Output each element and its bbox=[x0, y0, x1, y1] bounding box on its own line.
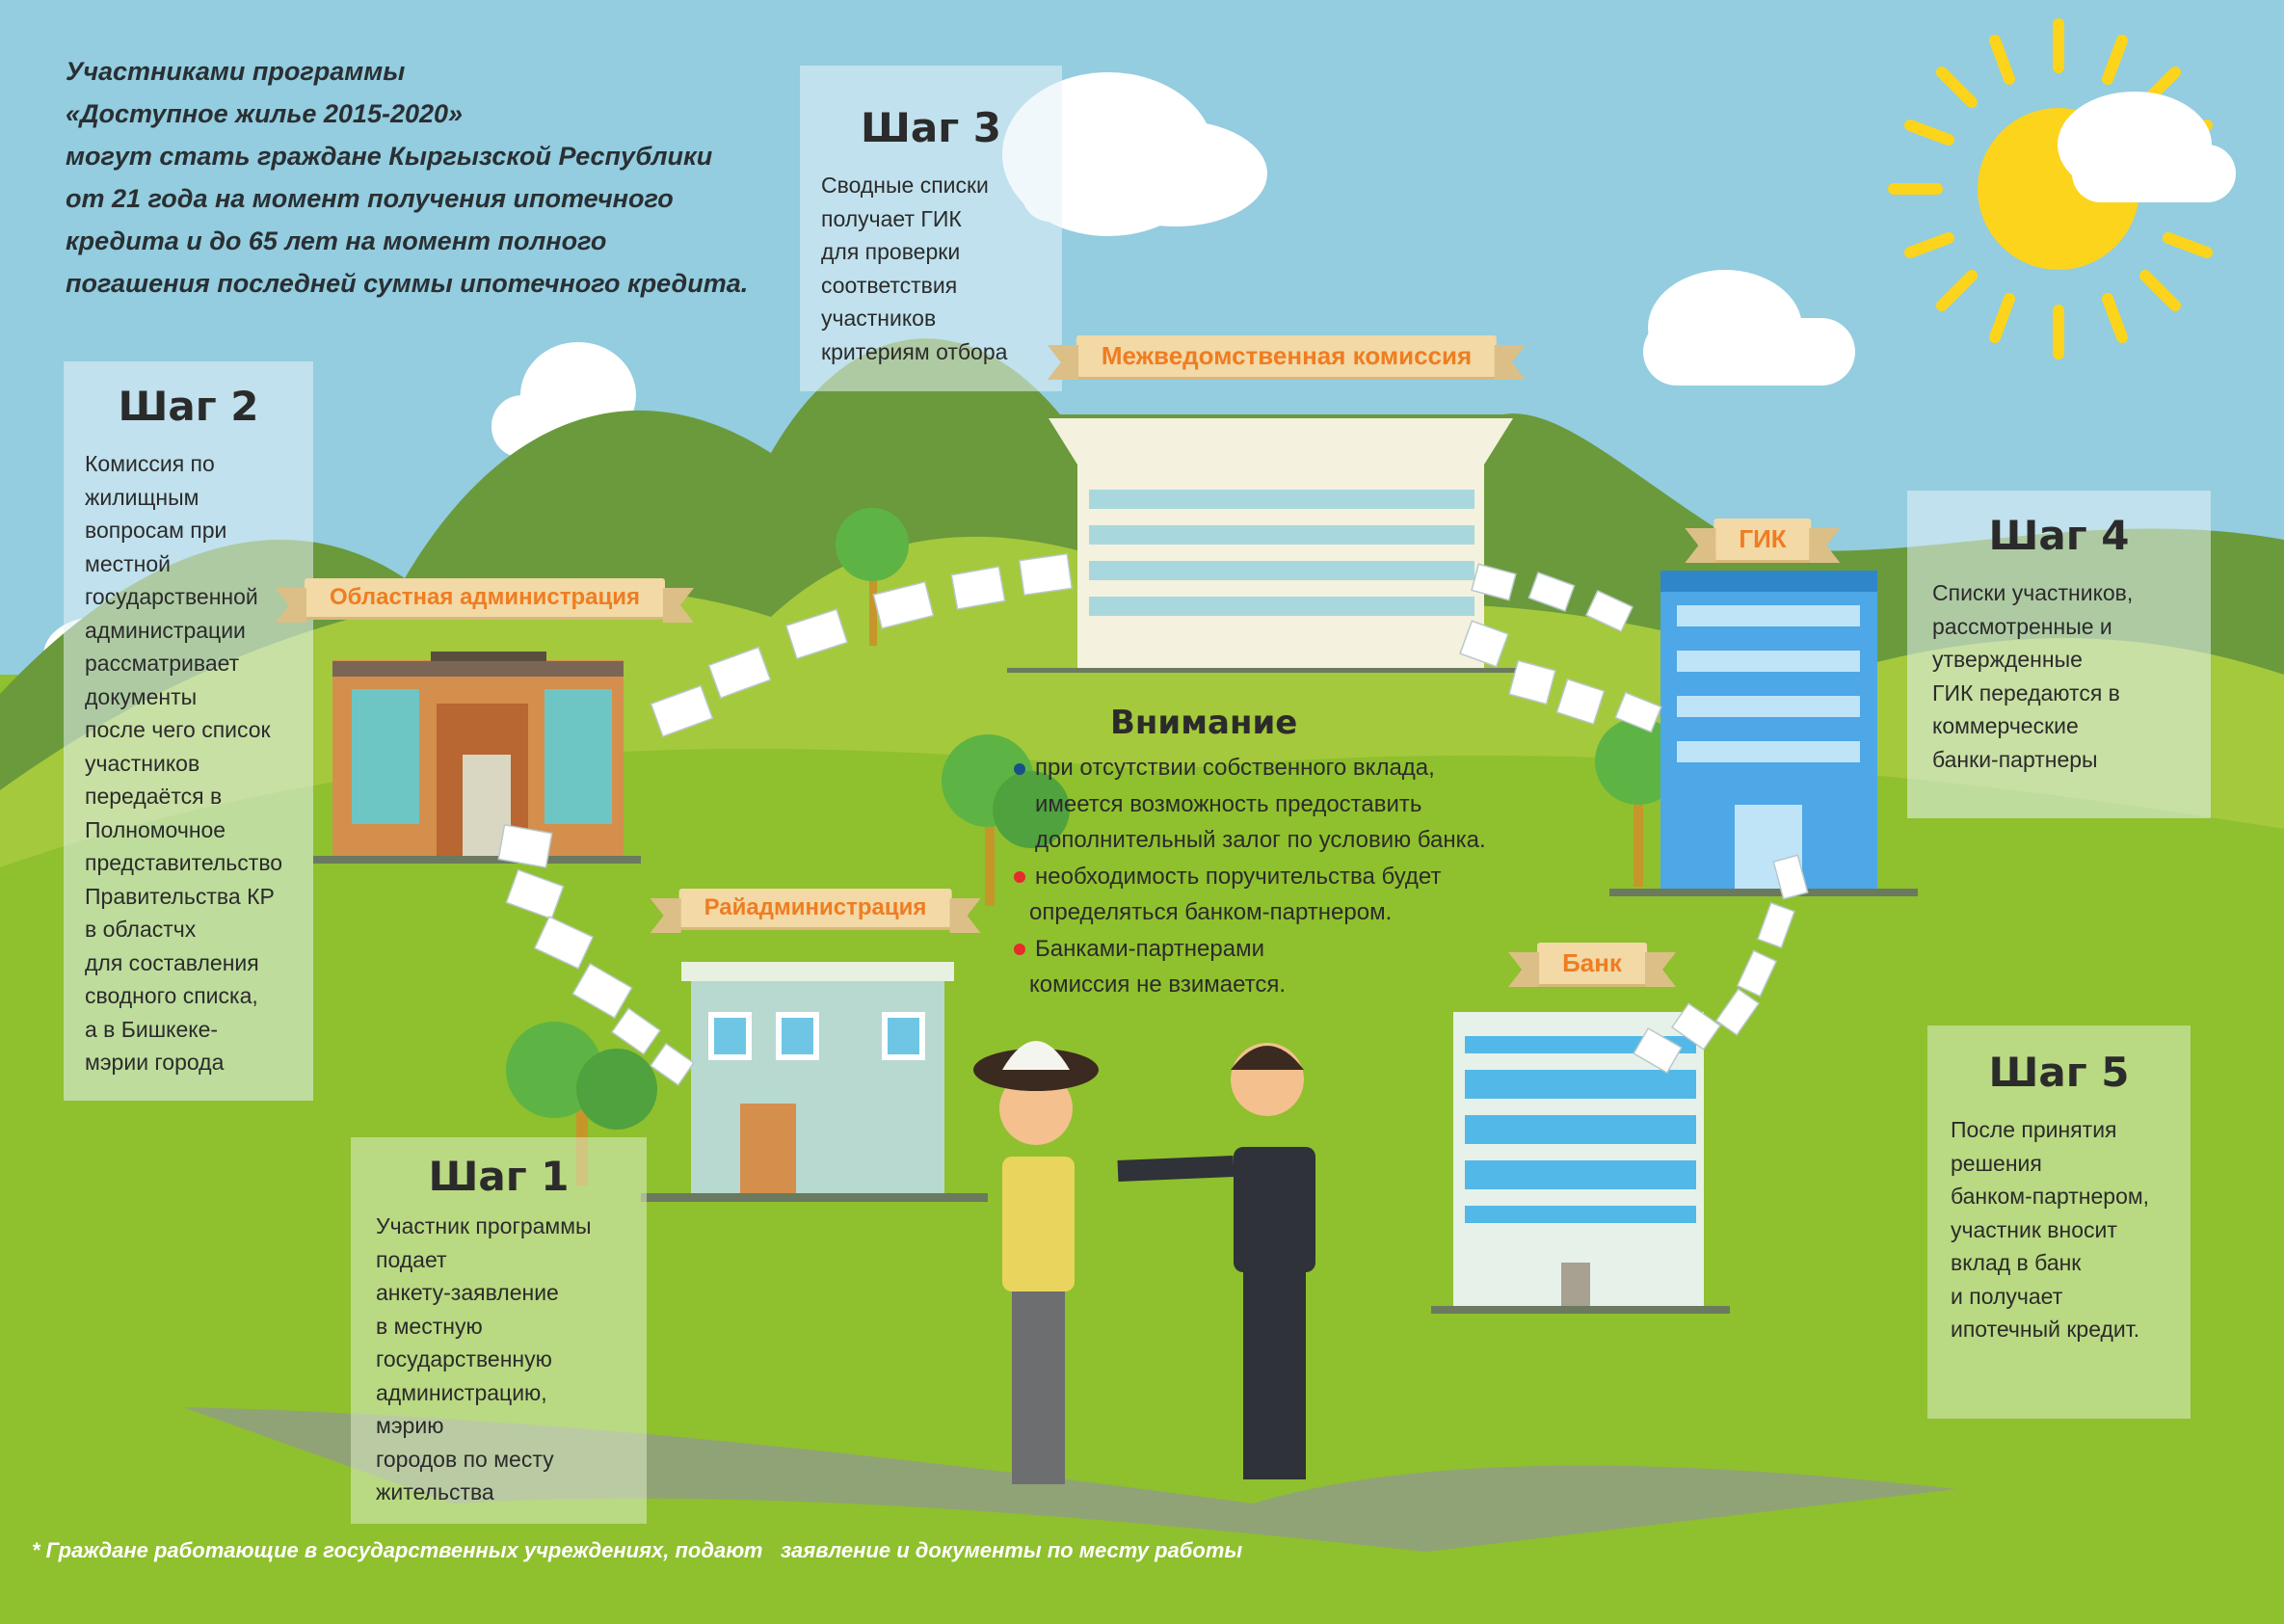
attention-notice: Внимание при отсутствии собственного вкл… bbox=[1014, 704, 1486, 1003]
step-title: Шаг 5 bbox=[1988, 1049, 2130, 1096]
step-5-panel: Шаг 5 После принятия решения банком-парт… bbox=[1927, 1025, 2191, 1419]
step-text: Комиссия по жилищным вопросам при местно… bbox=[85, 451, 283, 1075]
attention-item: при отсутствии собственного вклада, bbox=[1014, 750, 1486, 786]
tree-icon bbox=[1595, 718, 1682, 887]
bank-building-icon bbox=[1431, 1012, 1730, 1314]
intro-line: кредита и до 65 лет на момент полного bbox=[66, 226, 607, 255]
tree-icon bbox=[942, 734, 1070, 906]
banker-character-icon bbox=[1117, 1043, 1315, 1479]
banner-bank: Банк bbox=[1508, 943, 1676, 987]
tree-icon bbox=[836, 508, 909, 646]
step-3-panel: Шаг 3 Сводные списки получает ГИК для пр… bbox=[800, 66, 1062, 391]
step-title: Шаг 4 bbox=[1988, 512, 2130, 559]
banner-oblast-administration: Областная администрация bbox=[275, 578, 695, 623]
intro-line: погашения последней суммы ипотечного кре… bbox=[66, 269, 749, 298]
attention-title: Внимание bbox=[1110, 704, 1298, 742]
attention-item: Банками-партнерами bbox=[1014, 931, 1486, 968]
tree-icon bbox=[506, 1022, 657, 1185]
gik-building-icon bbox=[1609, 571, 1918, 896]
bullet-icon bbox=[1014, 944, 1025, 956]
step-4-panel: Шаг 4 Списки участников, рассмотренные и… bbox=[1907, 491, 2211, 818]
attention-item: дополнительный залог по условию банка. bbox=[1035, 827, 1486, 853]
step-text: После принятия решения банком-партнером,… bbox=[1951, 1117, 2150, 1342]
intro-line: могут стать граждане Кыргызской Республи… bbox=[66, 142, 713, 171]
banner-rayon-administration: Райадминистрация bbox=[650, 889, 981, 933]
attention-item: комиссия не взимается. bbox=[1029, 972, 1287, 998]
citizen-character-icon bbox=[973, 1041, 1099, 1484]
intro-line: Участниками программы bbox=[66, 57, 406, 86]
footnote: * Граждане работающие в государственных … bbox=[32, 1538, 1243, 1562]
oblast-administration-building-icon bbox=[313, 652, 641, 864]
intro-line: «Доступное жилье 2015-2020» bbox=[66, 99, 464, 128]
step-text: Участник программы подает анкету-заявлен… bbox=[376, 1213, 592, 1504]
document-icon bbox=[497, 552, 1809, 1086]
commission-building-icon bbox=[1007, 418, 1527, 673]
program-eligibility-intro: Участниками программы «Доступное жилье 2… bbox=[66, 50, 748, 305]
step-text: Сводные списки получает ГИК для проверки… bbox=[821, 173, 1008, 364]
step-1-panel: Шаг 1 Участник программы подает анкету-з… bbox=[351, 1137, 647, 1524]
attention-item: определяться банком-партнером. bbox=[1029, 899, 1393, 925]
attention-item: имеется возможность предоставить bbox=[1035, 790, 1422, 817]
intro-line: от 21 года на момент получения ипотечног… bbox=[66, 184, 674, 213]
step-title: Шаг 2 bbox=[118, 383, 259, 430]
step-2-panel: Шаг 2 Комиссия по жилищным вопросам при … bbox=[64, 361, 313, 1101]
banner-interagency-commission: Межведомственная комиссия bbox=[1047, 335, 1527, 380]
step-title: Шаг 3 bbox=[860, 104, 1001, 151]
step-title: Шаг 1 bbox=[428, 1153, 570, 1200]
bullet-icon bbox=[1014, 871, 1025, 884]
bullet-icon bbox=[1014, 762, 1025, 775]
step-text: Списки участников, рассмотренные и утвер… bbox=[1932, 580, 2134, 772]
rayon-administration-building-icon bbox=[641, 962, 988, 1202]
attention-item: необходимость поручительства будет bbox=[1014, 859, 1486, 895]
banner-gik: ГИК bbox=[1685, 519, 1842, 563]
